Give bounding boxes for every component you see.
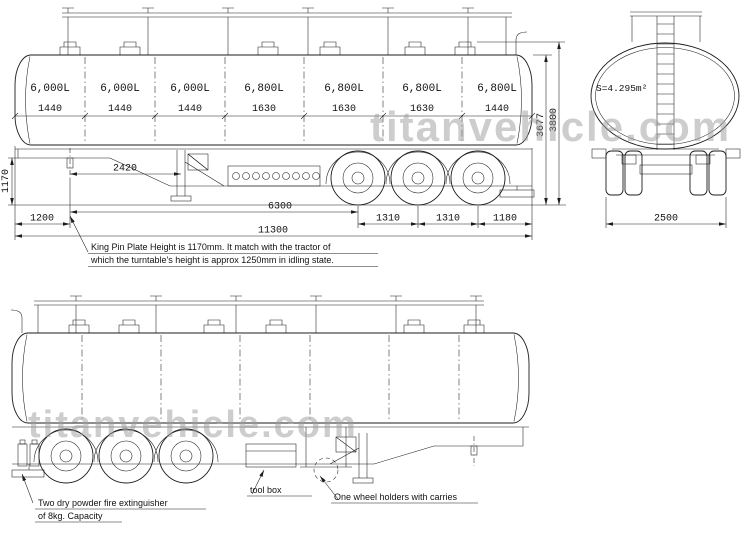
dim-overall-width: 2500 xyxy=(654,214,678,225)
dim-kingpin-first-axle: 6300 xyxy=(268,202,292,213)
spare-wheel-holder xyxy=(300,427,352,483)
compartment-length-label: 1440 xyxy=(178,104,202,115)
compartment-length-label: 1440 xyxy=(38,104,62,115)
compartment-length-label: 1630 xyxy=(332,104,356,115)
side-view-top: 6,000L 6,000L 6,000L 6,800L 6,800L 6,800… xyxy=(1,7,566,240)
wheel xyxy=(450,150,506,206)
dim-axle-spacing-2: 1310 xyxy=(436,214,460,225)
fire-extinguisher-note: Two dry powder fire extinguisher of 8kg.… xyxy=(21,473,206,523)
compartment-length-label: 1440 xyxy=(485,104,509,115)
compartment-volume-labels: 6,000L 6,000L 6,000L 6,800L 6,800L 6,800… xyxy=(30,83,517,95)
rear-bumper xyxy=(499,189,535,198)
rear-chassis xyxy=(591,148,741,175)
watermark-top: titanvehicle.com xyxy=(370,103,731,150)
manholes-top xyxy=(59,41,476,55)
dim-overall-length: 11300 xyxy=(258,226,288,237)
compartment-volume-label: 6,800L xyxy=(477,83,517,95)
wheel xyxy=(390,150,446,206)
king-pin-note: King Pin Plate Height is 1170mm. It matc… xyxy=(69,215,378,267)
dim-tank-top-height: 3677 xyxy=(536,113,547,137)
manholes-bottom xyxy=(68,319,485,333)
side-view-bottom xyxy=(10,295,530,484)
wheel xyxy=(330,150,386,206)
side-walkway xyxy=(227,165,321,187)
section-area-label: S=4.295m² xyxy=(596,83,647,94)
vent-pipe xyxy=(10,309,23,333)
wheel xyxy=(158,428,214,484)
dim-axle-spacing-1: 1310 xyxy=(376,214,400,225)
handrail-bottom xyxy=(34,295,484,333)
compartment-volume-label: 6,800L xyxy=(244,83,284,95)
tank-body-top xyxy=(14,31,533,146)
compartment-volume-label: 6,000L xyxy=(100,83,140,95)
tool-box-note: tool box xyxy=(247,469,312,497)
watermark-bottom: titanvehicle.com xyxy=(28,404,358,446)
chassis-top xyxy=(15,148,535,202)
equipment-notes: Two dry powder fire extinguisher of 8kg.… xyxy=(21,469,478,523)
handrail-top xyxy=(62,7,512,55)
compartment-length-label: 1630 xyxy=(410,104,434,115)
dim-kingpin-landing-gear: 2420 xyxy=(113,164,137,175)
wheel xyxy=(98,428,154,484)
compartment-length-row: 1440 1440 1440 1630 1630 1630 1440 xyxy=(11,104,536,120)
compartment-volume-label: 6,800L xyxy=(324,83,364,95)
tool-box-label: tool box xyxy=(250,485,282,495)
wheels-bottom xyxy=(33,428,219,484)
dim-front-overhang: 1200 xyxy=(30,214,54,225)
dim-overall-height: 3800 xyxy=(549,108,560,132)
compartment-length-label: 1440 xyxy=(108,104,132,115)
wheel xyxy=(38,428,94,484)
king-pin xyxy=(66,157,74,169)
wheel-holder-note: One wheel holders with carries xyxy=(319,475,478,504)
tool-box xyxy=(245,443,297,468)
dim-rear-overhang: 1180 xyxy=(493,214,517,225)
landing-gear xyxy=(170,150,225,202)
compartment-length-label: 1630 xyxy=(252,104,276,115)
fire-extinguisher-note-line1: Two dry powder fire extinguisher xyxy=(38,498,168,508)
wheels-top xyxy=(325,150,511,206)
rear-view: S=4.295m² 2500 xyxy=(590,11,741,228)
compartment-volume-label: 6,000L xyxy=(30,83,70,95)
compartment-volume-label: 6,800L xyxy=(402,83,442,95)
vent-pipe xyxy=(515,31,528,55)
dim-king-pin-height: 1170 xyxy=(1,169,12,193)
dimensions-rear: 2500 xyxy=(605,197,727,228)
watermarks: titanvehicle.com titanvehicle.com xyxy=(28,103,731,446)
rear-wheels xyxy=(605,150,727,196)
wheel-holder-label: One wheel holders with carries xyxy=(334,492,458,502)
rear-ladder xyxy=(656,16,675,150)
rear-bumper xyxy=(11,469,45,478)
axle xyxy=(639,164,693,175)
dimensions-top: 1170 2420 6300 1200 1310 1310 1180 11300… xyxy=(1,41,566,240)
king-pin-note-line1: King Pin Plate Height is 1170mm. It matc… xyxy=(91,242,331,252)
handrail-rear xyxy=(630,11,702,42)
fire-extinguisher-note-line2: of 8kg. Capacity xyxy=(38,511,103,521)
tank-shell-inner xyxy=(595,47,735,145)
compartment-volume-label: 6,000L xyxy=(170,83,210,95)
tank-body-bottom xyxy=(10,309,530,424)
king-pin-note-line2: which the turntable's height is approx 1… xyxy=(90,255,334,265)
